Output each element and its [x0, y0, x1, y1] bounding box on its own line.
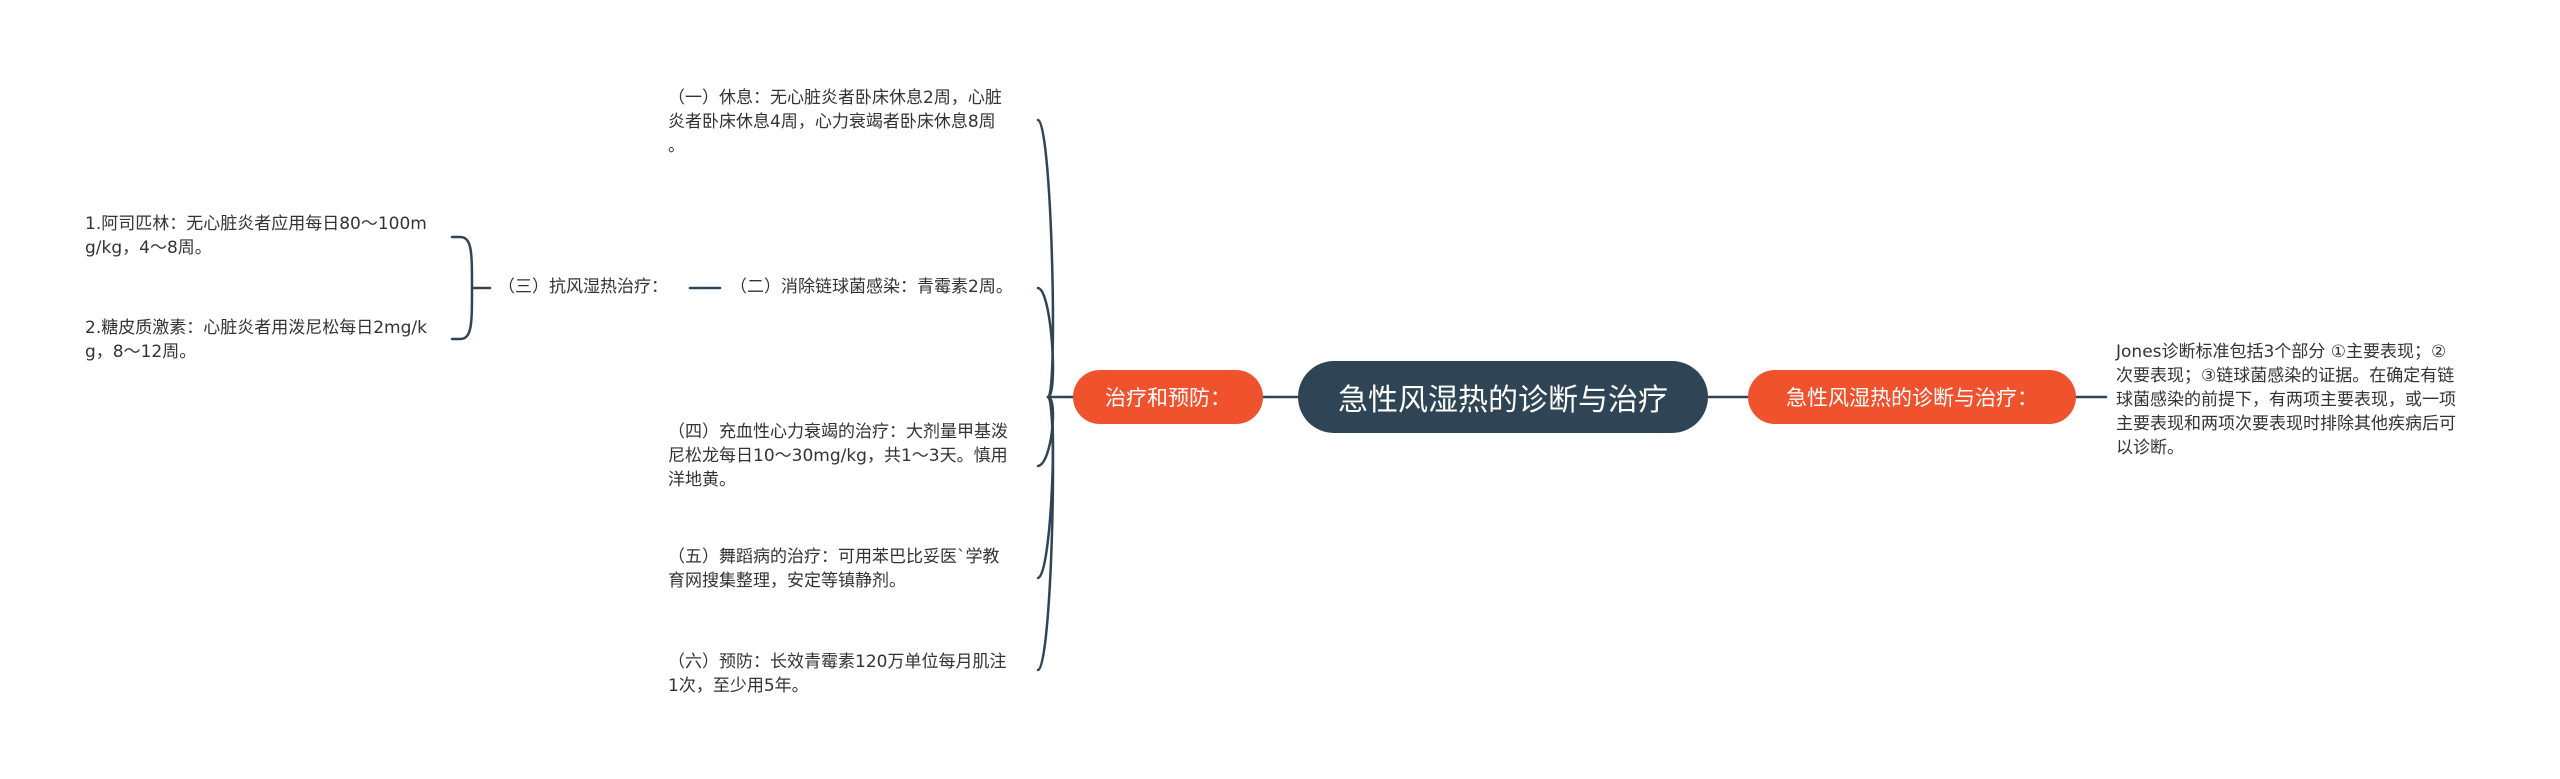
leaf-line: Jones诊断标准包括3个部分 ①主要表现；② — [2116, 342, 2447, 362]
branch-treatment-prevention[interactable]: 治疗和预防： — [1073, 370, 1263, 424]
leaf-line: 1次，至少用5年。 — [668, 676, 809, 696]
leaf-line: 洋地黄。 — [668, 470, 736, 490]
leaf-line: 球菌感染的前提下，有两项主要表现，或一项 — [2116, 390, 2456, 410]
leaf-line: 炎者卧床休息4周，心力衰竭者卧床休息8周 — [668, 112, 996, 132]
leaf-line: （三）抗风湿热治疗： — [498, 277, 668, 297]
leaf-prevention[interactable]: （六）预防：长效青霉素120万单位每月肌注 1次，至少用5年。 — [668, 650, 1028, 698]
leaf-aspirin[interactable]: 1.阿司匹林：无心脏炎者应用每日80～100m g/kg，4～8周。 — [85, 212, 445, 260]
branch-treatment-prevention-label: 治疗和预防： — [1105, 386, 1231, 410]
leaf-line: 育网搜集整理，安定等镇静剂。 — [668, 571, 906, 591]
leaf-line: （五）舞蹈病的治疗：可用苯巴比妥医`学教 — [668, 547, 1000, 567]
leaf-line: 主要表现和两项次要表现时排除其他疾病后可 — [2116, 414, 2456, 434]
leaf-anti-rheumatic[interactable]: （三）抗风湿热治疗： — [498, 275, 668, 299]
leaf-line: g，8～12周。 — [85, 342, 197, 362]
leaf-eliminate-strep[interactable]: （二）消除链球菌感染：青霉素2周。 — [730, 275, 1013, 299]
leaf-heart-failure[interactable]: （四）充血性心力衰竭的治疗：大剂量甲基泼 尼松龙每日10～30mg/kg，共1～… — [668, 420, 1028, 492]
leaf-jones-criteria[interactable]: Jones诊断标准包括3个部分 ①主要表现；② 次要表现；③链球菌感染的证据。在… — [2116, 340, 2486, 460]
leaf-line: 以诊断。 — [2116, 438, 2184, 458]
leaf-line: 1.阿司匹林：无心脏炎者应用每日80～100m — [85, 214, 427, 234]
leaf-rest[interactable]: （一）休息：无心脏炎者卧床休息2周，心脏 炎者卧床休息4周，心力衰竭者卧床休息8… — [668, 86, 1028, 158]
root-topic-label: 急性风湿热的诊断与治疗 — [1338, 383, 1668, 418]
leaf-line: g/kg，4～8周。 — [85, 238, 212, 258]
leaf-chorea[interactable]: （五）舞蹈病的治疗：可用苯巴比妥医`学教 育网搜集整理，安定等镇静剂。 — [668, 545, 1028, 593]
leaf-line: 次要表现；③链球菌感染的证据。在确定有链 — [2116, 366, 2455, 386]
leaf-line: （一）休息：无心脏炎者卧床休息2周，心脏 — [668, 88, 1002, 108]
leaf-glucocorticoid[interactable]: 2.糖皮质激素：心脏炎者用泼尼松每日2mg/k g，8～12周。 — [85, 316, 445, 364]
branch-diagnosis-treatment[interactable]: 急性风湿热的诊断与治疗： — [1748, 370, 2076, 424]
root-topic[interactable]: 急性风湿热的诊断与治疗 — [1298, 361, 1708, 433]
leaf-line: 2.糖皮质激素：心脏炎者用泼尼松每日2mg/k — [85, 318, 427, 338]
leaf-line: （四）充血性心力衰竭的治疗：大剂量甲基泼 — [668, 422, 1008, 442]
leaf-line: （六）预防：长效青霉素120万单位每月肌注 — [668, 652, 1007, 672]
leaf-line: 。 — [668, 136, 685, 156]
leaf-line: 尼松龙每日10～30mg/kg，共1～3天。慎用 — [668, 446, 1008, 466]
branch-diagnosis-treatment-label: 急性风湿热的诊断与治疗： — [1786, 386, 2038, 410]
leaf-line: （二）消除链球菌感染：青霉素2周。 — [730, 277, 1013, 297]
